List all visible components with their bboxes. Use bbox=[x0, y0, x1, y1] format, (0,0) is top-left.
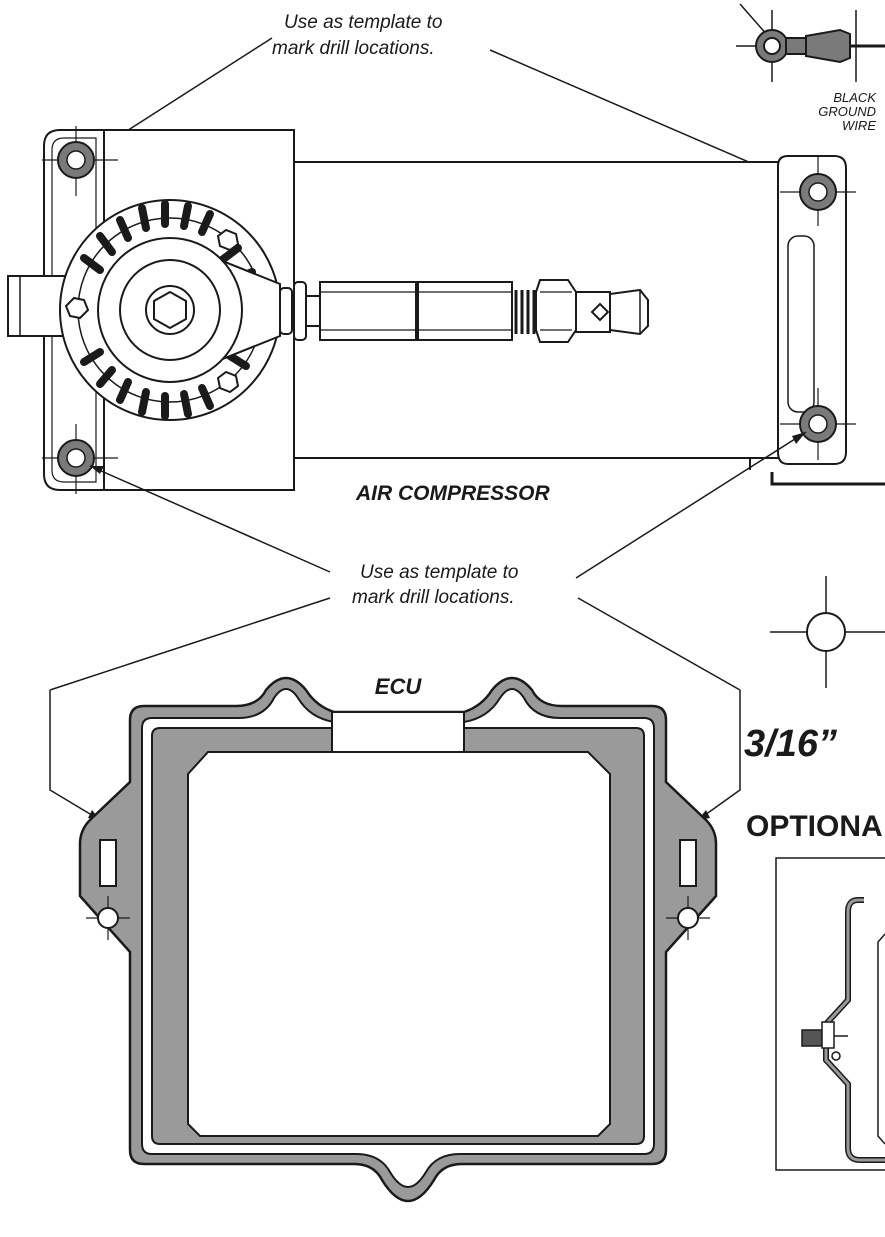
leader-mid-to-ecu-right bbox=[577, 597, 741, 691]
ecu-label: ECU bbox=[375, 674, 423, 699]
ecu-mount-hole-left bbox=[86, 896, 130, 940]
leader-mid-to-ecu-left bbox=[49, 597, 331, 691]
compressor-mount-hole-br bbox=[780, 388, 856, 460]
optional-heading: OPTIONA bbox=[746, 810, 883, 843]
drill-size-crosshair bbox=[770, 576, 885, 688]
ground-wire-label-line2: GROUND bbox=[818, 104, 876, 119]
leader-mid-to-bl bbox=[89, 465, 331, 573]
leader-mid-to-br bbox=[575, 431, 807, 579]
ground-wire-detail bbox=[736, 3, 885, 82]
optional-inset bbox=[775, 857, 885, 1171]
ground-wire-label-line3: WIRE bbox=[842, 118, 876, 133]
template-note-top-line1: Use as template to bbox=[284, 12, 442, 33]
template-note-top-line2: mark drill locations. bbox=[272, 38, 435, 59]
ground-wire-label-line1: BLACK bbox=[833, 90, 877, 105]
ecu-drawing bbox=[78, 676, 718, 1203]
ecu-mount-hole-right bbox=[666, 896, 710, 940]
compressor-mount-hole-bl bbox=[42, 424, 118, 494]
drill-size-label: 3/16” bbox=[744, 723, 837, 765]
compressor-mount-hole-tl bbox=[42, 126, 118, 196]
compressor-mount-hole-tr bbox=[780, 156, 856, 226]
air-compressor-label: AIR COMPRESSOR bbox=[355, 482, 551, 505]
template-note-mid-line2: mark drill locations. bbox=[352, 587, 515, 608]
template-note-mid-line1: Use as template to bbox=[360, 562, 518, 583]
air-compressor-drawing bbox=[7, 126, 885, 494]
